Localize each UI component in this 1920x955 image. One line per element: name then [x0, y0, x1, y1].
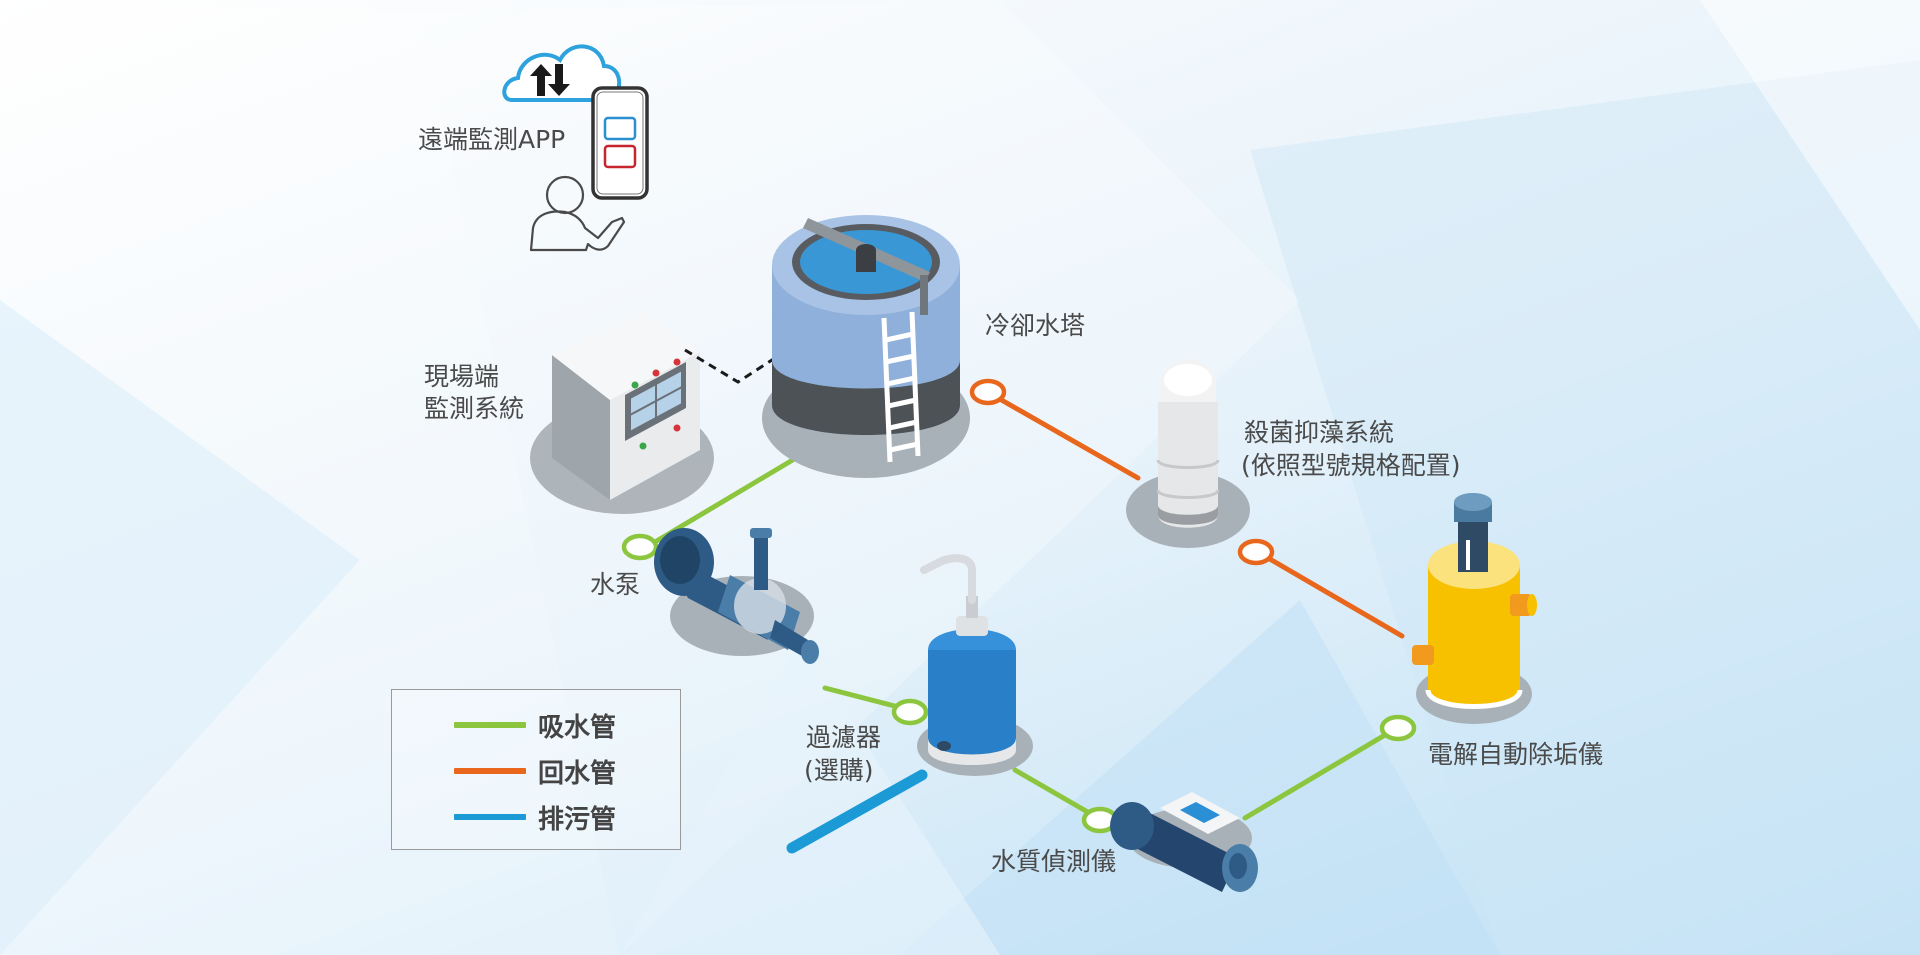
label-descaler: 電解自動除垢儀	[1428, 740, 1604, 769]
label-filter-2: (選購)	[804, 756, 874, 785]
label-water-quality: 水質偵測儀	[991, 847, 1117, 876]
drain-pipe	[786, 769, 928, 854]
water-quality-sensor	[1110, 792, 1258, 892]
label-pump: 水泵	[590, 570, 641, 599]
return-pipes	[995, 395, 1405, 639]
sterilization-tank	[1126, 359, 1250, 548]
legend-swatch-suction	[454, 722, 526, 728]
smartphone-icon	[591, 86, 649, 200]
legend-item-suction: 吸水管	[454, 710, 616, 743]
pipe-legend: 吸水管 回水管 排污管	[391, 689, 681, 850]
legend-label-drain: 排污管	[538, 804, 617, 835]
legend-swatch-drain	[454, 814, 526, 820]
suction-pipe-joints	[621, 533, 1417, 834]
user-icon	[529, 175, 626, 252]
label-sterilization-2: (依照型號規格配置)	[1241, 451, 1461, 480]
electrolytic-descaler	[1412, 493, 1537, 724]
label-onsite-system-1: 現場端	[424, 362, 500, 391]
legend-item-return: 回水管	[454, 756, 616, 789]
filter-tank	[917, 554, 1033, 776]
legend-item-drain: 排污管	[454, 802, 616, 835]
label-onsite-system-2: 監測系統	[424, 394, 525, 423]
label-remote-app: 遠端監測APP	[418, 125, 566, 154]
label-filter-1: 過濾器	[806, 723, 882, 752]
legend-label-return: 回水管	[538, 758, 617, 789]
return-pipe-joints	[969, 378, 1275, 566]
label-sterilization-1: 殺菌抑藻系統	[1244, 418, 1395, 447]
label-cooling-tower: 冷卻水塔	[985, 311, 1086, 340]
cloud-sync-icon	[502, 44, 621, 102]
cooling-tower	[762, 215, 970, 478]
water-pump	[654, 528, 819, 664]
control-cabinet	[530, 308, 714, 514]
legend-swatch-return	[454, 768, 526, 774]
legend-label-suction: 吸水管	[538, 712, 617, 743]
